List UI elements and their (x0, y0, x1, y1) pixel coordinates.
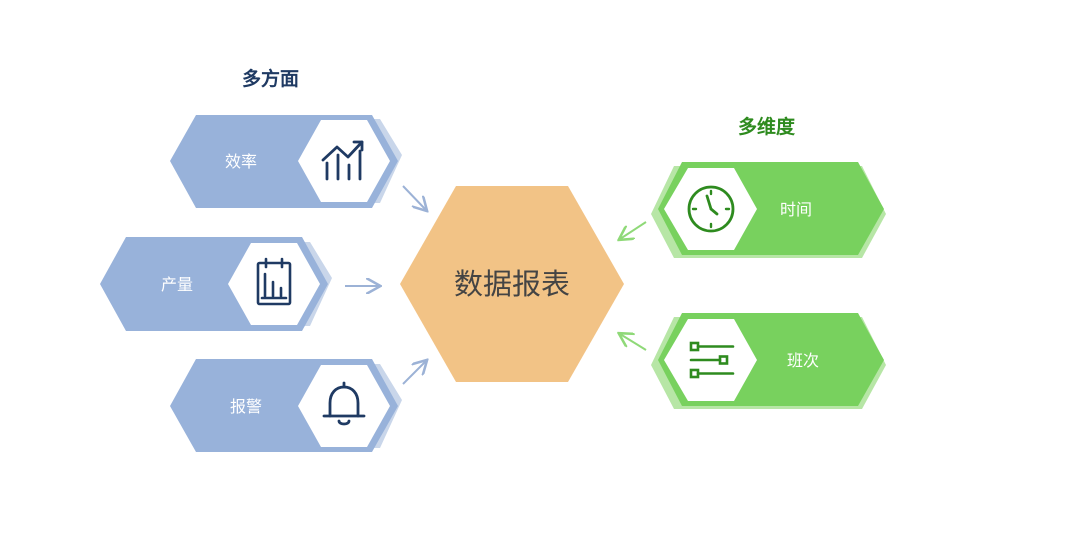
arrow-time-to-report (620, 221, 647, 239)
clock-icon (687, 185, 735, 233)
badge-label: 报警 (230, 397, 262, 416)
arrow-shift-to-report (620, 334, 647, 351)
clipboard-bar-chart-icon (256, 257, 292, 306)
shift-switch-icon (689, 341, 735, 379)
left-item-alarm: 报警 (170, 359, 402, 452)
center-node: 数据报表 (400, 186, 624, 382)
icon-hexagon (298, 120, 390, 202)
center-hexagon (400, 186, 624, 382)
badge-label: 产量 (161, 275, 193, 294)
center-label: 数据报表 (454, 267, 570, 301)
bell-icon (322, 381, 366, 426)
arrow-alarm-to-report (402, 361, 426, 385)
right-item-shift: 班次 (651, 313, 886, 409)
badge-label: 时间 (780, 200, 812, 219)
left-group-title: 多方面 (242, 68, 300, 90)
left-item-output: 产量 (100, 237, 332, 331)
right-item-time: 时间 (651, 162, 886, 258)
arrow-efficiency-to-report (402, 185, 426, 210)
right-group-title: 多维度 (738, 116, 796, 138)
badge-label: 班次 (787, 351, 819, 370)
bar-chart-trend-icon (321, 140, 364, 181)
left-item-efficiency: 效率 (170, 115, 402, 208)
badge-label: 效率 (225, 152, 257, 171)
icon-hexagon (298, 365, 390, 447)
